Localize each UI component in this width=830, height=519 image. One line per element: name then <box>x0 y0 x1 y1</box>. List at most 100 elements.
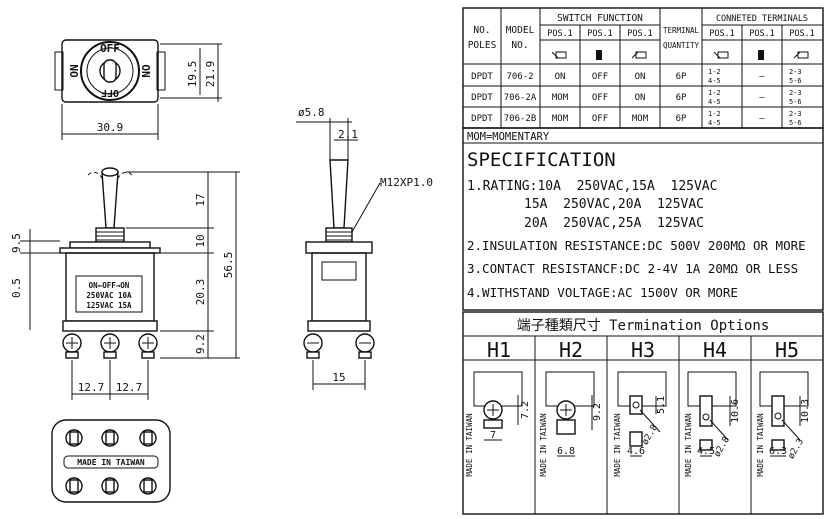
opt-h2-label: H2 <box>559 338 583 362</box>
opt-h3-made-in: MADE IN TAIWAN <box>613 413 622 476</box>
dim-pitch-a: 12.7 <box>78 381 105 394</box>
top-on-right-label: ON <box>139 64 152 77</box>
dim-15: 15 <box>332 371 345 384</box>
cell-pos3: MOM <box>632 114 649 124</box>
hdr-cpos1: POS.1 <box>709 29 735 39</box>
option-h4-drawing: 4.5 10.6 ø2.8 MADE IN TAIWAN <box>684 371 741 477</box>
cell-conn1b: 4-5 <box>708 119 721 127</box>
cell-conn1a: 1-2 <box>708 110 721 118</box>
dim-dia-5-8: ø5.8 <box>298 106 325 119</box>
cell-conn1a: 1-2 <box>708 89 721 97</box>
cell-conn2: — <box>759 93 765 103</box>
opt-h5-label: H5 <box>775 338 799 362</box>
cell-pos1: MOM <box>552 114 569 124</box>
cell-pos3: ON <box>635 72 646 82</box>
opt-h5-made-in: MADE IN TAIWAN <box>756 413 765 476</box>
table-row: DPDT 706-2A MOM OFF ON 6P 1-2 4-5 — 2-3 … <box>471 89 802 106</box>
opt-h3-dim3: ø2.8 <box>641 423 661 447</box>
option-h2-drawing: 6.8 9.2 MADE IN TAIWAN <box>539 371 603 477</box>
opt-h2-dim1: 9.2 <box>592 403 603 421</box>
hdr-model-2: NO. <box>511 40 528 51</box>
top-off-label: OFF <box>100 42 120 55</box>
hdr-switch-function: SWITCH FUNCTION <box>557 13 643 24</box>
dim-21-9: 21.9 <box>204 61 217 88</box>
bottom-view: MADE IN TAIWAN <box>51 419 171 503</box>
cell-conn1b: 4-5 <box>708 98 721 106</box>
cell-qty: 6P <box>676 93 687 103</box>
cell-pos2: OFF <box>592 72 608 82</box>
termination-options: 端子種類尺寸 Termination Options H1 H2 H3 H4 H… <box>462 311 824 515</box>
hdr-connected: CONNETED TERMINALS <box>716 14 808 24</box>
hdr-model: MODEL <box>506 25 535 36</box>
cell-conn1a: 1-2 <box>708 68 721 76</box>
opt-h5-dim3: ø2.3 <box>787 437 807 461</box>
opt-h2-dim2: 6.8 <box>557 446 575 457</box>
hdr-no-poles-2: POLES <box>468 40 497 51</box>
cell-pos2: OFF <box>592 93 608 103</box>
specification-block: MOM=MOMENTARY SPECIFICATION 1.RATING:10A… <box>462 127 824 311</box>
mom-note: MOM=MOMENTARY <box>467 131 550 143</box>
bottom-terminals <box>65 429 157 495</box>
lever-position-icons <box>551 50 809 60</box>
front-terminals <box>62 333 158 359</box>
hdr-terminal: TERMINAL <box>663 26 700 35</box>
opt-h3-dim1: 5.1 <box>656 396 667 414</box>
dim-pitch-b: 12.7 <box>116 381 143 394</box>
opt-h4-made-in: MADE IN TAIWAN <box>684 413 693 476</box>
body-line2: 250VAC 10A <box>86 291 132 300</box>
opt-h1-dim1: 7.2 <box>520 401 531 419</box>
spec-line2: 15A 250VAC,20A 125VAC <box>524 197 704 212</box>
dim-30-9: 30.9 <box>97 121 124 134</box>
option-h1-drawing: 7 7.2 MADE IN TAIWAN <box>465 371 531 477</box>
spec-line5: 3.CONTACT RESISTANCF:DC 2-4V 1A 20MΩ OR … <box>467 261 798 276</box>
cell-conn2: — <box>759 72 765 82</box>
dim-20-3: 20.3 <box>194 279 207 306</box>
cell-model: 706-2B <box>504 114 537 124</box>
opt-h1-label: H1 <box>487 338 511 362</box>
model-table: NO. POLES MODEL NO. SWITCH FUNCTION TERM… <box>462 7 824 129</box>
cell-conn3a: 2-3 <box>789 89 802 97</box>
hdr-cpos3: POS.1 <box>789 29 815 39</box>
hdr-no-poles: NO. <box>473 25 490 36</box>
dim-56-5: 56.5 <box>222 252 235 279</box>
spec-line4: 2.INSULATION RESISTANCE:DC 500V 200MΩ OR… <box>467 238 806 253</box>
front-view: ON←OFF→ON 250VAC 10A 125VAC 15A 9.5 0.5 <box>10 167 240 400</box>
option-h3-drawing: 4.6 5.1 ø2.8 MADE IN TAIWAN <box>613 371 667 477</box>
top-off-bottom-label: OFF <box>101 87 119 98</box>
hdr-quantity: QUANTITY <box>663 41 700 50</box>
cell-conn1b: 4-5 <box>708 77 721 85</box>
termination-title: 端子種類尺寸 Termination Options <box>517 318 770 334</box>
dim-17: 17 <box>194 193 207 206</box>
dim-2-1: 2.1 <box>338 128 358 141</box>
table-row: DPDT 706-2 ON OFF ON 6P 1-2 4-5 — 2-3 5-… <box>471 68 802 85</box>
opt-h1-made-in: MADE IN TAIWAN <box>465 413 474 476</box>
cell-pos1: MOM <box>552 93 569 103</box>
opt-h1-dim2: 7 <box>490 430 496 441</box>
dim-10: 10 <box>194 234 207 247</box>
opt-h4-label: H4 <box>703 338 727 362</box>
table-row: DPDT 706-2B MOM OFF MOM 6P 1-2 4-5 — 2-3… <box>471 110 802 127</box>
top-view: OFF ON ON OFF 30.9 19.5 21.9 <box>54 39 222 140</box>
option-h5-drawing: 6.3 10.3 ø2.3 MADE IN TAIWAN <box>756 371 811 477</box>
dim-9-2: 9.2 <box>194 334 207 354</box>
opt-h3-label: H3 <box>631 338 655 362</box>
side-view: ø5.8 2.1 M12XP1.0 15 <box>296 106 433 390</box>
hdr-pos2: POS.1 <box>587 29 613 39</box>
thread-label: M12XP1.0 <box>380 176 433 189</box>
spec-line3: 20A 250VAC,25A 125VAC <box>524 216 704 231</box>
cell-conn3a: 2-3 <box>789 68 802 76</box>
top-on-left-label: ON <box>68 64 81 77</box>
hdr-pos1: POS.1 <box>547 29 573 39</box>
opt-h5-dim2: 6.3 <box>769 446 787 457</box>
spec-line1: 1.RATING:10A 250VAC,15A 125VAC <box>467 179 717 194</box>
spec-title: SPECIFICATION <box>467 149 616 171</box>
bottom-made-in: MADE IN TAIWAN <box>77 458 145 467</box>
cell-qty: 6P <box>676 72 687 82</box>
cell-conn3a: 2-3 <box>789 110 802 118</box>
hdr-cpos2: POS.1 <box>749 29 775 39</box>
hdr-pos3: POS.1 <box>627 29 653 39</box>
cell-qty: 6P <box>676 114 687 124</box>
spec-line6: 4.WITHSTAND VOLTAGE:AC 1500V OR MORE <box>467 285 738 300</box>
cell-poles: DPDT <box>471 114 493 124</box>
